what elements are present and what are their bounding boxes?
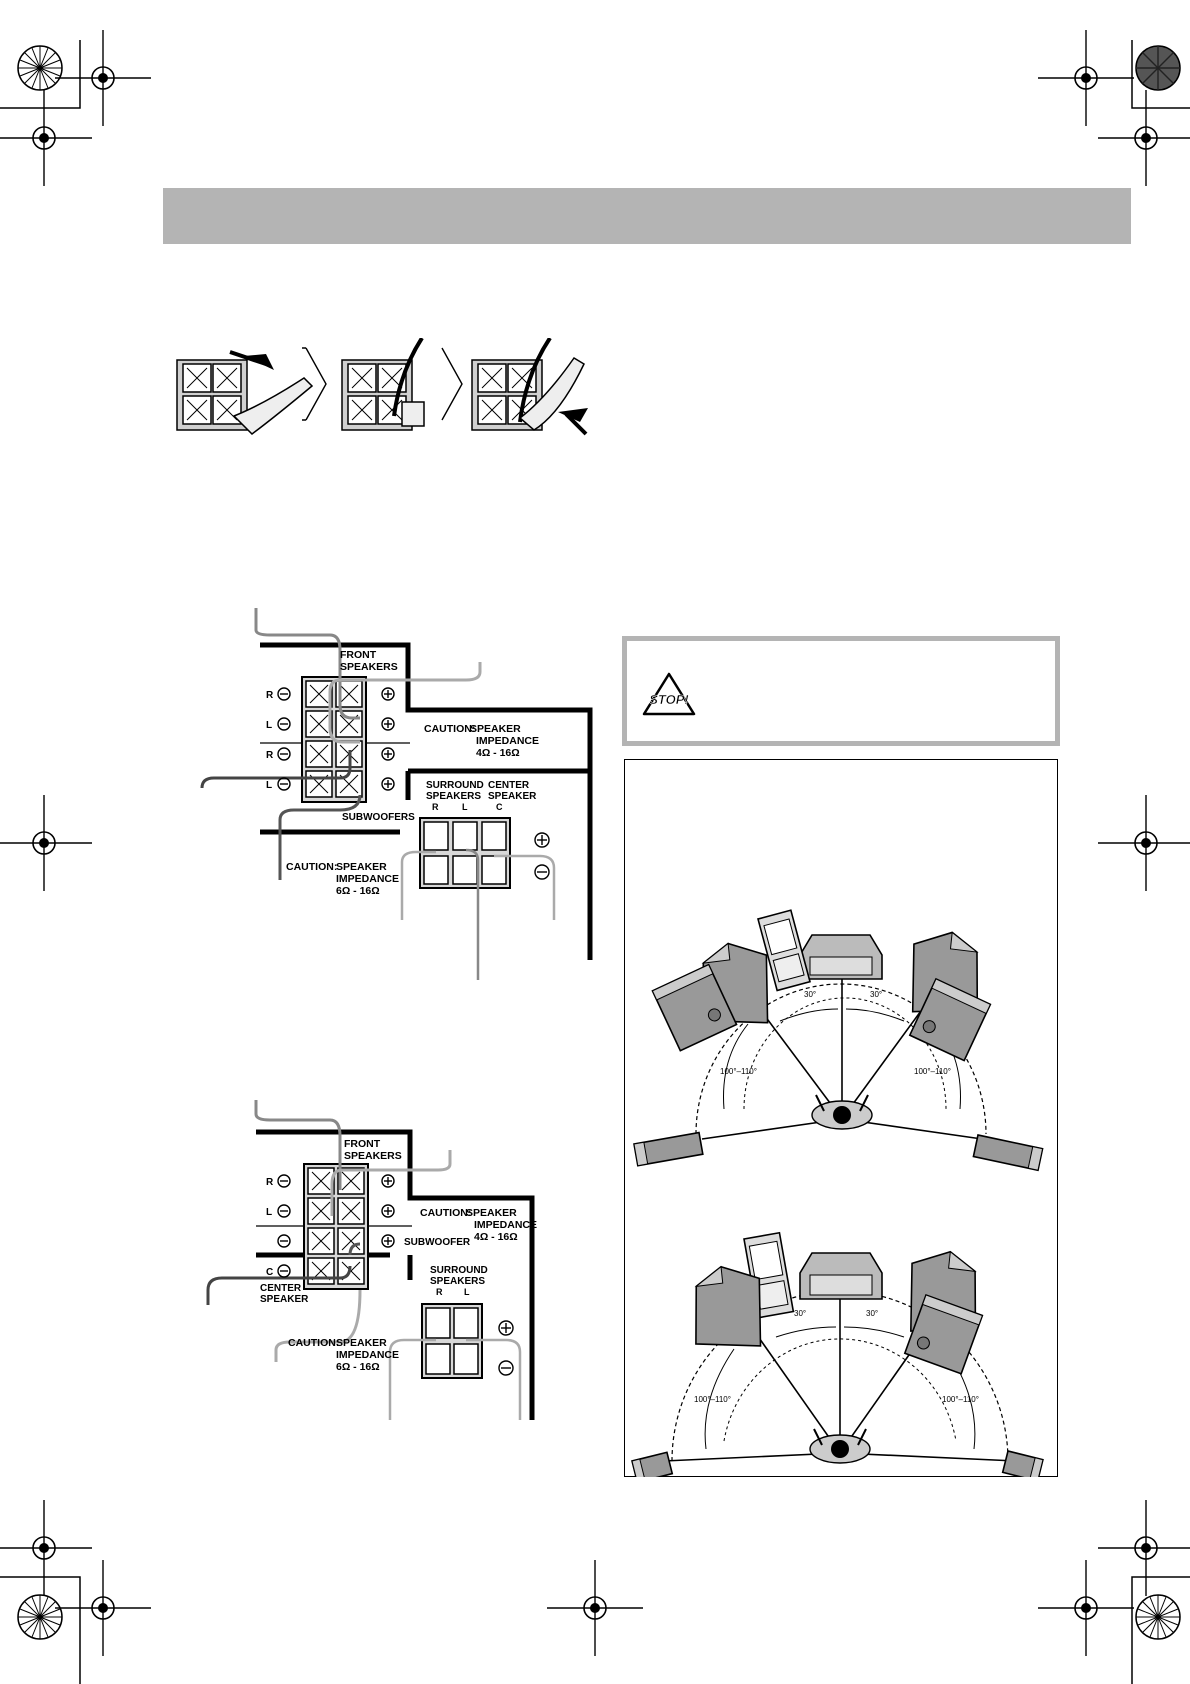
surround-r: R (432, 802, 439, 812)
listener (811, 1094, 873, 1130)
caution-sub-speaker-b: SPEAKER (336, 1337, 387, 1349)
main-unit (757, 909, 811, 992)
caution-sub-range: 6Ω - 16Ω (336, 885, 380, 897)
step-2-illustration (341, 338, 425, 431)
surround-label-1: SURROUND (426, 780, 484, 791)
center-label-1: CENTER (488, 780, 530, 791)
caution-main-speaker: SPEAKER (470, 723, 521, 735)
front-speakers-label-2: SPEAKERS (340, 661, 398, 673)
center-speaker-tv (799, 934, 883, 980)
center-speaker-tv-b (799, 1252, 883, 1300)
surround-label-2: SPEAKERS (426, 791, 481, 802)
caution-sub-label-b: CAUTION: (288, 1337, 339, 1349)
surround-label-b1: SURROUND (430, 1265, 488, 1276)
center-c: C (496, 802, 503, 812)
caution-main-speaker-b: SPEAKER (466, 1207, 517, 1219)
caution-sub-speaker: SPEAKER (336, 861, 387, 873)
row-label-r1: R (266, 690, 274, 701)
row-label-l1: L (266, 720, 272, 731)
wiring-diagram-top: FRONT SPEAKERS R L R L SUBWOOFERS CAUTIO… (200, 608, 593, 980)
rear-left-speaker-b (631, 1451, 674, 1477)
subwoofers-label: SUBWOOFERS (342, 812, 415, 823)
step-arrow-2 (441, 347, 463, 421)
caution-main-range-b: 4Ω - 16Ω (474, 1231, 518, 1243)
header-band (163, 188, 1131, 244)
stop-notice-box: STOP! (622, 636, 1060, 746)
placement-diagram-5-1: 30° 30° 100°–110° 100°–110° (633, 909, 1044, 1172)
surround-right-upper-b (903, 1293, 984, 1375)
caution-sub-impedance-b: IMPEDANCE (336, 1349, 399, 1361)
polarity-symbols (277, 687, 395, 791)
front-terminal-block (301, 676, 367, 803)
front-speakers-label-b2: SPEAKERS (344, 1150, 402, 1162)
front-speakers-label-1: FRONT (340, 649, 377, 661)
caution-sub-range-b: 6Ω - 16Ω (336, 1361, 380, 1373)
caution-main-impedance-b: IMPEDANCE (474, 1219, 537, 1231)
caution-main-range: 4Ω - 16Ω (476, 747, 520, 759)
caution-sub-label: CAUTION: (286, 861, 337, 873)
step-3-illustration (471, 338, 588, 436)
angle-wide-right-b: 100°–110° (942, 1395, 979, 1404)
step-arrow-1 (305, 347, 327, 421)
row-label-b-r: R (266, 1177, 274, 1188)
surround-b-r: R (436, 1287, 443, 1297)
svg-text:STOP!: STOP! (649, 692, 689, 707)
caution-main-label-b: CAUTION: (420, 1207, 471, 1219)
rear-right-speaker (972, 1134, 1044, 1172)
angle-30-right: 30° (870, 990, 882, 999)
step-1-illustration (176, 350, 314, 435)
stop-icon: STOP! (642, 672, 696, 716)
angle-wide-right: 100°–110° (914, 1067, 951, 1076)
row-label-b-l: L (266, 1207, 272, 1218)
angle-30-right-b: 30° (866, 1309, 878, 1318)
angle-wide-left: 100°–110° (720, 1067, 757, 1076)
surround-l: L (462, 802, 468, 812)
row-label-l2: L (266, 780, 272, 791)
subwoofer-label: SUBWOOFER (404, 1237, 471, 1248)
front-speakers-label-b1: FRONT (344, 1138, 381, 1150)
wiring-diagram-bottom: FRONT SPEAKERS R L C SUBWOOFER CENTER SP… (206, 1100, 537, 1420)
listener-b (809, 1428, 871, 1464)
center-speaker-label-2: SPEAKER (260, 1294, 309, 1305)
rear-left-speaker (633, 1131, 704, 1167)
angle-wide-left-b: 100°–110° (694, 1395, 731, 1404)
center-speaker-label-1: CENTER (260, 1283, 302, 1294)
center-label-2: SPEAKER (488, 791, 537, 802)
placement-diagram-3-1: 30° 30° 100°–110° 100°–110° (631, 1231, 1044, 1477)
caution-main-label: CAUTION: (424, 723, 475, 735)
row-label-r2: R (266, 750, 274, 761)
speaker-placement-diagrams: 30° 30° 100°–110° 100°–110° (631, 909, 1044, 1477)
angle-30-left-b: 30° (794, 1309, 806, 1318)
row-label-b-c: C (266, 1267, 273, 1278)
angle-30-left: 30° (804, 990, 816, 999)
surround-right-upper (908, 977, 992, 1062)
surround-label-b2: SPEAKERS (430, 1276, 485, 1287)
surround-b-l: L (464, 1287, 470, 1297)
caution-main-impedance: IMPEDANCE (476, 735, 539, 747)
rear-right-speaker-b (1001, 1450, 1044, 1477)
front-terminal-block-2 (303, 1163, 369, 1290)
terminal-steps-illustration (176, 338, 588, 436)
caution-sub-impedance: IMPEDANCE (336, 873, 399, 885)
